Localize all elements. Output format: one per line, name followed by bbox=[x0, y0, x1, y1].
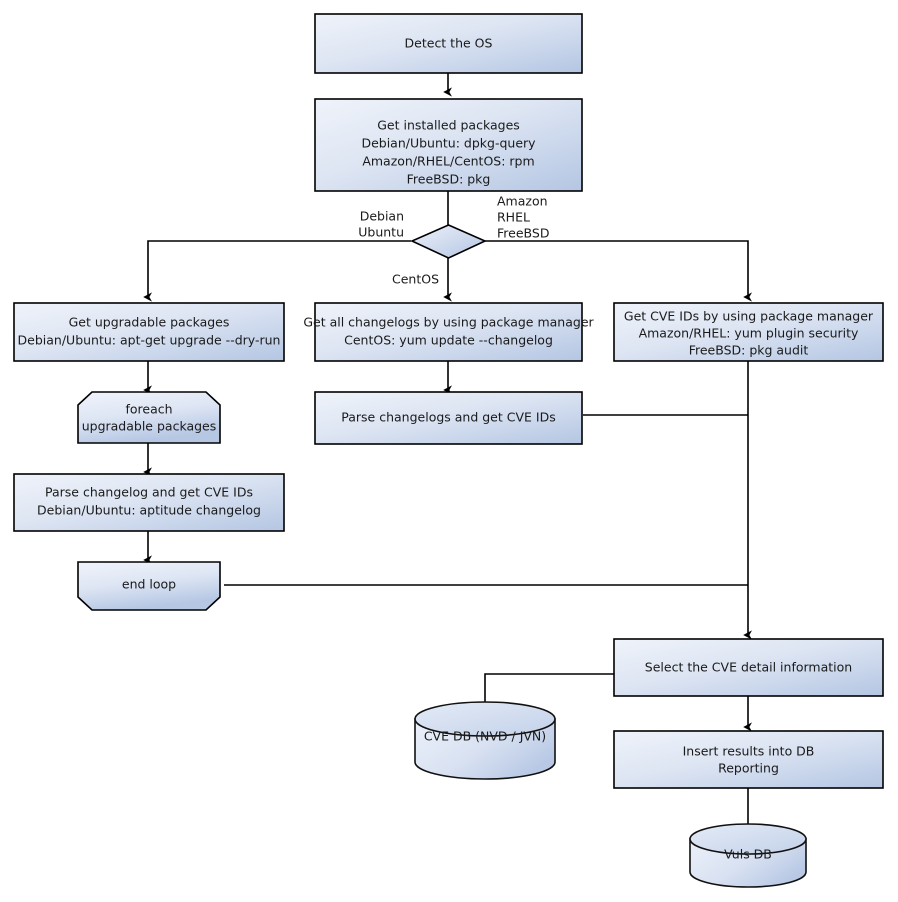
node-insert-results-line-0: Insert results into DB bbox=[683, 744, 815, 759]
node-get-cve-ids-line-0: Get CVE IDs by using package manager bbox=[624, 309, 874, 324]
connectors bbox=[143, 73, 753, 832]
node-get-all-changelogs[interactable]: Get all changelogs by using package mana… bbox=[303, 302, 595, 362]
edge-label-amazon-rhel-freebsd-line-0: Amazon bbox=[497, 194, 548, 209]
node-parse-changelog-line-1: Debian/Ubuntu: aptitude changelog bbox=[37, 503, 261, 518]
node-get-all-changelogs-line-0: Get all changelogs by using package mana… bbox=[303, 315, 594, 330]
node-select-cve-detail[interactable]: Select the CVE detail information bbox=[613, 638, 884, 697]
node-detect-os-line-0: Detect the OS bbox=[405, 36, 493, 51]
node-get-cve-ids-line-1: Amazon/RHEL: yum plugin security bbox=[639, 326, 859, 341]
node-foreach-loop-start-line-0: foreach bbox=[125, 402, 172, 417]
edge-label-debian-ubuntu: Debian Ubuntu bbox=[358, 209, 404, 240]
node-foreach-loop-start[interactable]: foreach upgradable packages bbox=[77, 391, 221, 444]
node-end-loop[interactable]: end loop bbox=[77, 561, 221, 611]
node-vuls-db-line-0: Vuls DB bbox=[724, 847, 772, 862]
node-parse-changelogs[interactable]: Parse changelogs and get CVE IDs bbox=[314, 391, 583, 445]
node-get-installed-packages[interactable]: Get installed packages Debian/Ubuntu: dp… bbox=[314, 98, 583, 192]
node-get-upgradable-packages-line-0: Get upgradable packages bbox=[69, 315, 230, 330]
node-parse-changelog-line-0: Parse changelog and get CVE IDs bbox=[45, 485, 253, 500]
node-get-upgradable-packages[interactable]: Get upgradable packages Debian/Ubuntu: a… bbox=[13, 302, 285, 362]
node-get-upgradable-packages-line-1: Debian/Ubuntu: apt-get upgrade --dry-run bbox=[18, 333, 281, 348]
node-get-installed-packages-line-3: FreeBSD: pkg bbox=[407, 172, 491, 187]
node-get-cve-ids-line-2: FreeBSD: pkg audit bbox=[689, 343, 809, 358]
edge-select-to-cvedb bbox=[484, 673, 614, 710]
node-os-decision[interactable] bbox=[410, 224, 487, 259]
edge-label-debian-ubuntu-line-0: Debian bbox=[360, 209, 404, 224]
node-select-cve-detail-line-0: Select the CVE detail information bbox=[645, 660, 852, 675]
edge-label-debian-ubuntu-line-1: Ubuntu bbox=[358, 225, 404, 240]
edge-label-amazon-rhel-freebsd-line-1: RHEL bbox=[497, 210, 530, 225]
node-parse-changelogs-line-0: Parse changelogs and get CVE IDs bbox=[341, 410, 555, 425]
node-parse-changelog[interactable]: Parse changelog and get CVE IDs Debian/U… bbox=[13, 473, 285, 532]
node-get-installed-packages-line-2: Amazon/RHEL/CentOS: rpm bbox=[362, 154, 534, 169]
node-end-loop-line-0: end loop bbox=[122, 577, 176, 592]
node-insert-results[interactable]: Insert results into DB Reporting bbox=[613, 730, 884, 789]
node-vuls-db[interactable]: Vuls DB bbox=[689, 823, 807, 888]
edge-label-amazon-rhel-freebsd-line-2: FreeBSD bbox=[497, 226, 549, 241]
edge-label-centos-line-0: CentOS bbox=[392, 272, 439, 287]
node-get-cve-ids[interactable]: Get CVE IDs by using package manager Ama… bbox=[613, 302, 884, 362]
node-foreach-loop-start-line-1: upgradable packages bbox=[82, 419, 217, 434]
node-detect-os[interactable]: Detect the OS bbox=[314, 13, 583, 74]
edge-decision-to-upgradable bbox=[143, 240, 411, 302]
node-cve-db-line-0: CVE DB (NVD / JVN) bbox=[424, 729, 546, 744]
node-cve-db[interactable]: CVE DB (NVD / JVN) bbox=[414, 701, 556, 780]
edge-label-amazon-rhel-freebsd: Amazon RHEL FreeBSD bbox=[497, 194, 549, 241]
edge-decision-to-cveids bbox=[485, 240, 753, 302]
edge-label-centos: CentOS bbox=[392, 272, 439, 287]
node-get-installed-packages-line-1: Debian/Ubuntu: dpkg-query bbox=[361, 136, 536, 151]
node-get-all-changelogs-line-1: CentOS: yum update --changelog bbox=[344, 333, 553, 348]
node-insert-results-line-1: Reporting bbox=[718, 761, 779, 776]
node-get-installed-packages-line-0: Get installed packages bbox=[377, 118, 520, 133]
